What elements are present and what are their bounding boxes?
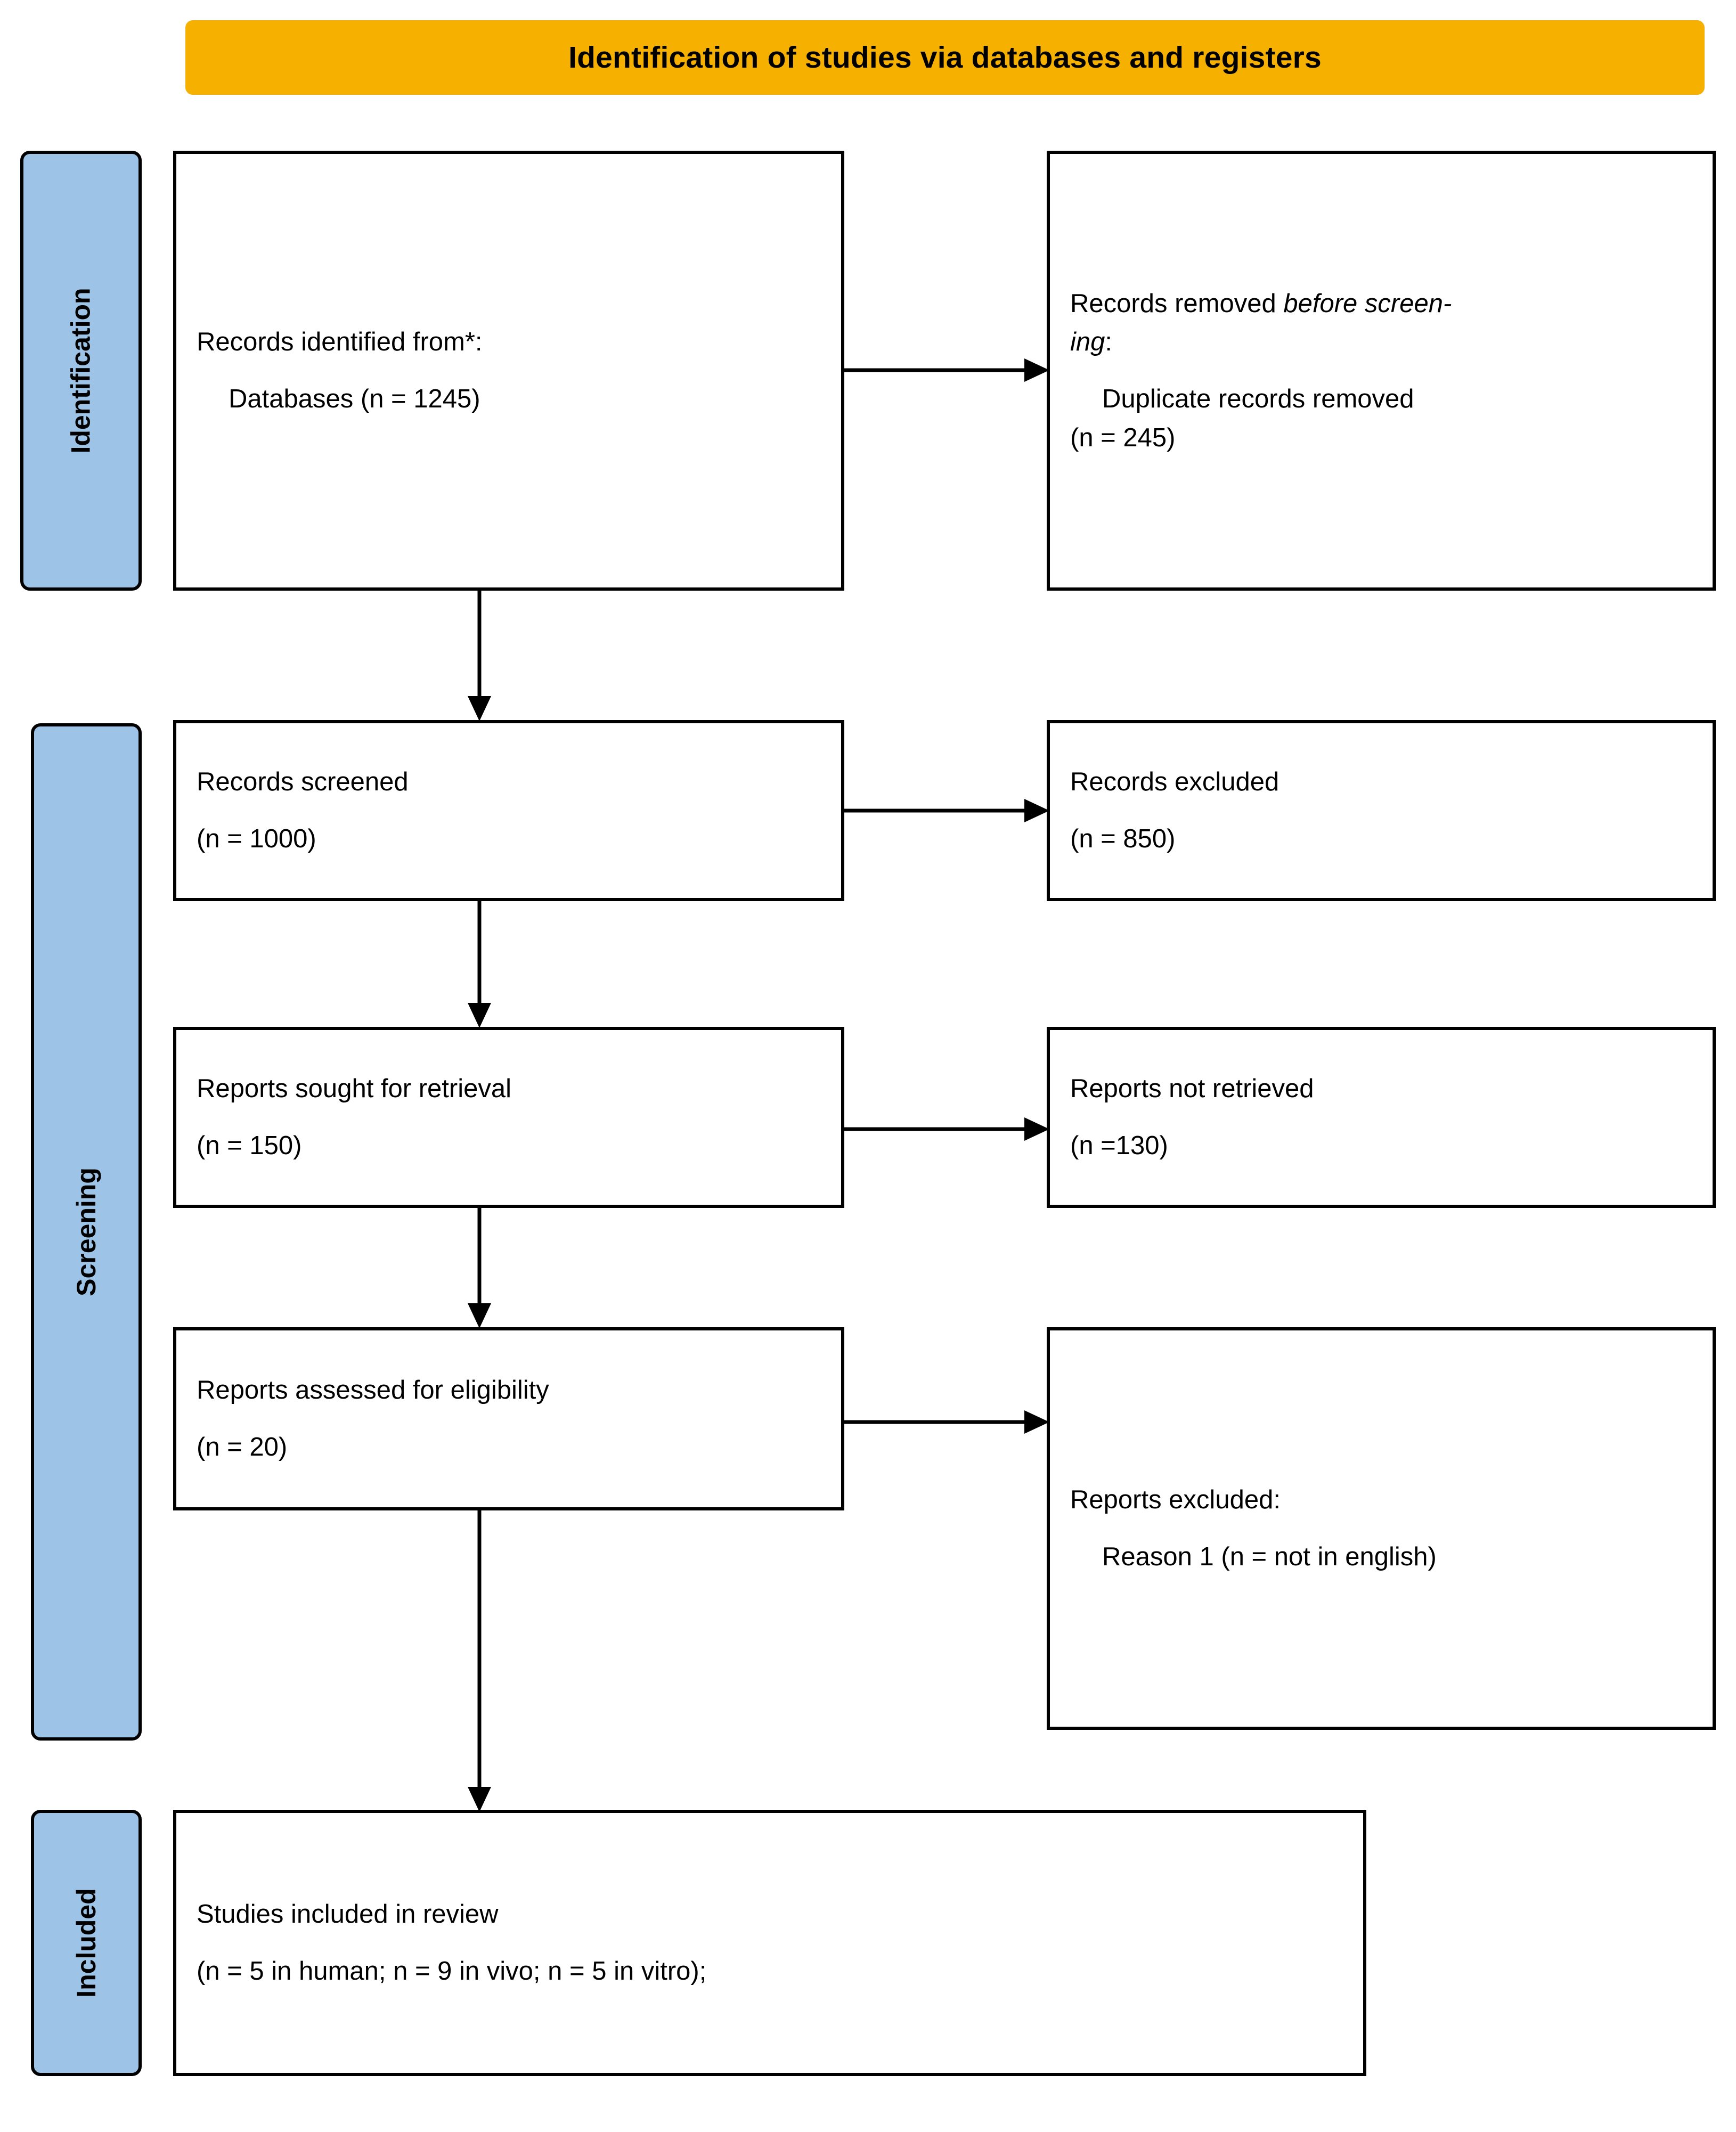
arrow-screened-to-excluded	[844, 795, 1049, 827]
box-records-excluded: Records excluded (n = 850)	[1047, 720, 1716, 901]
box-reports-sought-line2: (n = 150)	[197, 1131, 302, 1160]
box-reports-sought: Reports sought for retrieval (n = 150)	[173, 1027, 844, 1208]
box-records-removed-line1-cont: ing:	[1070, 323, 1692, 362]
arrow-assessed-to-reports-excluded	[844, 1406, 1049, 1438]
stage-label-screening-text: Screening	[71, 1167, 101, 1296]
arrow-screened-to-sought	[463, 901, 495, 1028]
box-records-screened-line1: Records screened	[197, 767, 409, 797]
box-records-excluded-line1: Records excluded	[1070, 767, 1279, 797]
box-reports-excluded: Reports excluded: Reason 1 (n = not in e…	[1047, 1327, 1716, 1730]
box-records-removed-line2: Duplicate records removed	[1102, 385, 1414, 413]
box-records-screened: Records screened (n = 1000)	[173, 720, 844, 901]
stage-label-identification-text: Identification	[66, 288, 96, 454]
box-studies-included: Studies included in review (n = 5 in hum…	[173, 1810, 1366, 2076]
box-records-identified-line1: Records identified from*:	[197, 328, 483, 357]
box-reports-not-retrieved-line1: Reports not retrieved	[1070, 1074, 1314, 1104]
box-records-excluded-line2: (n = 850)	[1070, 824, 1176, 853]
box-records-removed-line1d: :	[1105, 328, 1113, 357]
diagram-header-banner: Identification of studies via databases …	[185, 20, 1705, 95]
box-records-removed-line1a: Records removed	[1070, 289, 1284, 318]
box-reports-excluded-line2: Reason 1 (n = not in english)	[1102, 1542, 1437, 1571]
box-reports-assessed-line2: (n = 20)	[197, 1433, 288, 1461]
box-reports-assessed: Reports assessed for eligibility (n = 20…	[173, 1327, 844, 1510]
box-reports-sought-line1: Reports sought for retrieval	[197, 1074, 511, 1104]
box-records-removed: Records removed before screen- ing: Dupl…	[1047, 151, 1716, 591]
box-reports-excluded-line1: Reports excluded:	[1070, 1485, 1281, 1515]
box-reports-assessed-line1: Reports assessed for eligibility	[197, 1376, 549, 1405]
stage-label-identification: Identification	[20, 151, 142, 591]
box-records-screened-line2: (n = 1000)	[197, 824, 316, 853]
arrow-sought-to-not-retrieved	[844, 1113, 1049, 1145]
box-records-removed-line1b: before screen-	[1283, 289, 1452, 318]
box-records-removed-line3: (n = 245)	[1070, 423, 1176, 452]
arrow-identified-to-removed	[844, 354, 1049, 386]
stage-label-screening: Screening	[31, 723, 142, 1741]
box-records-identified-line2: Databases (n = 1245)	[229, 385, 480, 413]
arrow-identified-to-screened	[463, 591, 495, 721]
arrow-sought-to-assessed	[463, 1208, 495, 1328]
arrow-assessed-to-included	[463, 1510, 495, 1812]
box-records-removed-line1: Records removed before screen-	[1070, 284, 1692, 323]
box-records-removed-line1c: ing	[1070, 328, 1105, 357]
stage-label-included-text: Included	[71, 1888, 102, 1998]
box-records-identified: Records identified from*: Databases (n =…	[173, 151, 844, 591]
box-studies-included-line1: Studies included in review	[197, 1900, 499, 1929]
stage-label-included: Included	[31, 1810, 142, 2076]
page-title: Identification of studies via databases …	[568, 40, 1322, 75]
box-studies-included-line2: (n = 5 in human; n = 9 in vivo; n = 5 in…	[197, 1957, 707, 1986]
box-reports-not-retrieved-line2: (n =130)	[1070, 1131, 1168, 1160]
box-reports-not-retrieved: Reports not retrieved (n =130)	[1047, 1027, 1716, 1208]
